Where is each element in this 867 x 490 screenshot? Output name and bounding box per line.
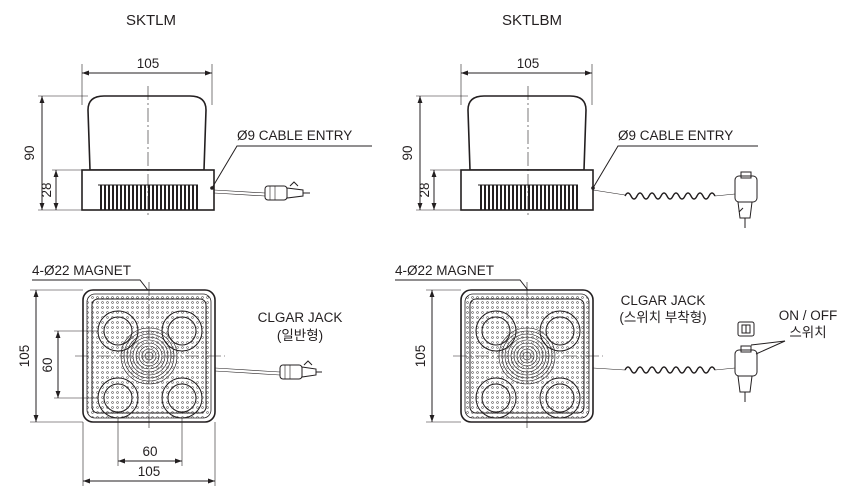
sktlm-side-dim: 105	[17, 345, 32, 368]
sktlm-bottom-cigar-plug	[279, 360, 322, 380]
sktlbm-height-dim: 90	[400, 145, 415, 160]
sktlbm-switch-leader-2	[755, 340, 786, 355]
sktlm-magnet-tr	[161, 310, 203, 352]
sktlbm-bottom-cable	[592, 367, 626, 371]
sktlm-magnet-label: 4-Ø22 MAGNET	[32, 263, 131, 278]
sktlm-title: SKTLM	[126, 12, 176, 29]
sktlm-drawing: SKTLM 105 90 28 Ø9 CABLE ENTR	[17, 12, 372, 486]
sktlbm-side-dim: 105	[413, 345, 428, 368]
sktlm-bottom-cable	[214, 367, 281, 373]
sktlbm-magnet-tr	[539, 310, 581, 352]
sktlm-jack-label: CLGAR JACK	[258, 310, 343, 325]
sktlbm-magnet-label: 4-Ø22 MAGNET	[395, 263, 494, 278]
sktlbm-jack-sublabel: (스위치 부착형)	[619, 310, 706, 325]
sktlbm-drawing: SKTLBM 105 90 28 Ø9 CABLE ENTRY	[395, 12, 837, 430]
sktlm-bottom-dim: 105	[138, 464, 161, 479]
sktlbm-cable-leader	[592, 145, 758, 189]
sktlm-jack-sublabel: (일반형)	[277, 328, 323, 343]
sktlm-bottom-view: 4-Ø22 MAGNET	[17, 263, 342, 486]
sktlbm-switch-sublabel: 스위치	[789, 325, 826, 340]
sktlbm-bottom-switch-plug	[734, 345, 758, 402]
sktlm-cigar-plug	[264, 181, 310, 201]
sktlbm-cable	[592, 189, 626, 196]
sktlm-dome	[87, 95, 207, 171]
sktlbm-coil	[624, 192, 716, 200]
sktlm-base-dim: 28	[39, 182, 54, 197]
sktlbm-cable-label: Ø9 CABLE ENTRY	[618, 128, 733, 143]
sktlbm-switch-label: ON / OFF	[779, 308, 838, 323]
sktlm-cable	[213, 189, 266, 194]
sktlm-cable-leader	[211, 145, 372, 189]
switch-icon	[737, 321, 755, 337]
sktlm-inner-side-dim: 60	[40, 357, 55, 372]
sktlm-side-view: 105 90 28 Ø9 CABLE ENTRY	[22, 56, 372, 218]
sktlbm-magnet-tl	[475, 310, 517, 352]
sktlbm-dome	[467, 95, 587, 171]
sktlbm-side-view: 105 90 28 Ø9 CABLE ENTRY	[400, 56, 758, 228]
sktlbm-jack-label: CLGAR JACK	[621, 293, 706, 308]
sktlm-height-dim: 90	[22, 145, 37, 160]
sktlbm-switch-leader-1	[750, 340, 786, 346]
sktlm-width-dim: 105	[137, 56, 160, 71]
sktlbm-magnet-br	[539, 377, 581, 419]
sktlm-inner-bottom-dim: 60	[142, 444, 157, 459]
sktlbm-title: SKTLBM	[502, 12, 562, 29]
sktlbm-bottom-coil	[624, 366, 716, 374]
sktlm-cable-label: Ø9 CABLE ENTRY	[237, 128, 352, 143]
sktlbm-base-dim: 28	[417, 182, 432, 197]
sktlbm-switch-plug	[734, 171, 758, 228]
sktlbm-magnet-bl	[475, 377, 517, 419]
sktlbm-width-dim: 105	[517, 56, 540, 71]
sktlbm-bottom-view: 4-Ø22 MAGNET	[395, 263, 837, 430]
